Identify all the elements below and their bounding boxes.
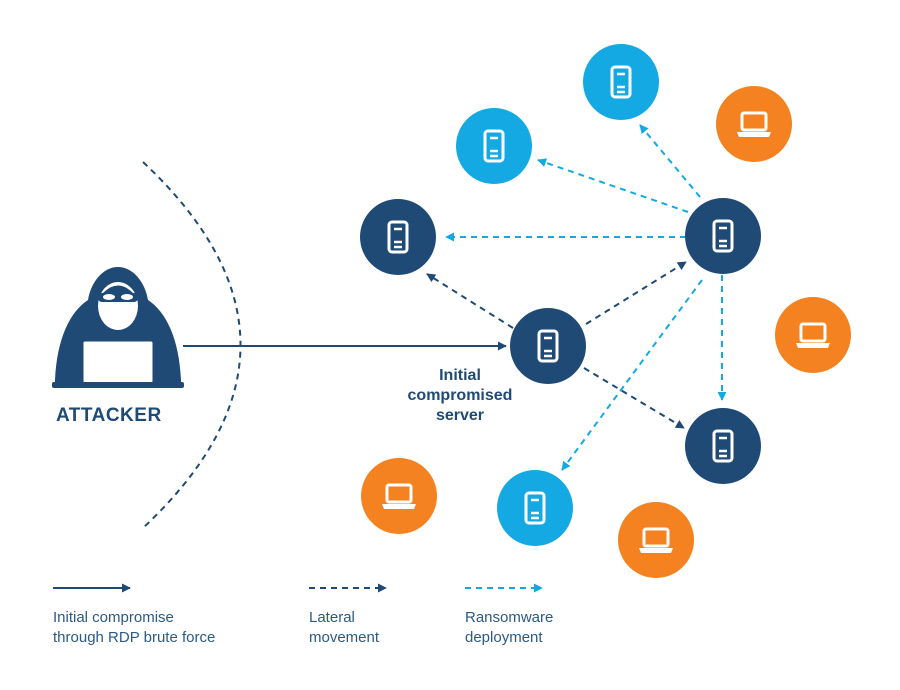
lateral-arrow-upper-right xyxy=(585,261,687,325)
target-server-top-icon xyxy=(583,44,659,120)
lateral-server-left-icon xyxy=(360,199,436,275)
laptop-right-icon xyxy=(775,297,851,373)
initial-server-label-line: compromised xyxy=(407,387,513,404)
legend-line: deployment xyxy=(465,629,543,646)
lateral-arrow-lower-right xyxy=(583,367,685,429)
lateral-server-hub-icon xyxy=(685,198,761,274)
legend-initial-compromise: Initial compromise through RDP brute for… xyxy=(53,608,215,648)
lateral-movement-arrows xyxy=(426,261,687,429)
initial-compromised-server-icon xyxy=(510,308,586,384)
ransomware-arrow-up xyxy=(639,124,701,198)
ransomware-arrow-down-left xyxy=(561,279,703,471)
legend-line: Ransomware xyxy=(465,609,554,626)
laptop-bottom-right-icon xyxy=(618,502,694,578)
lateral-arrow-upper-left xyxy=(426,273,514,329)
initial-server-label-line: Initial xyxy=(439,367,481,384)
initial-server-label: Initial compromised server xyxy=(380,366,540,426)
legend-lateral-movement: Lateral movement xyxy=(309,608,379,648)
legend-line: movement xyxy=(309,629,380,646)
lateral-server-lower-icon xyxy=(685,408,761,484)
legend-line: Lateral xyxy=(309,609,355,626)
attacker-icon xyxy=(52,267,184,388)
ransomware-arrow-up-left xyxy=(537,158,689,213)
laptop-bottom-left-icon xyxy=(361,458,437,534)
attacker-label: ATTACKER xyxy=(56,405,162,426)
legend-ransomware-deployment: Ransomware deployment xyxy=(465,608,553,648)
initial-server-label-line: server xyxy=(435,407,485,424)
target-server-bottom-icon xyxy=(497,470,573,546)
ransomware-deployment-arrows xyxy=(445,124,727,471)
laptop-top-right-icon xyxy=(716,86,792,162)
legend-line: Initial compromise xyxy=(53,609,174,626)
target-server-upper-left-icon xyxy=(456,108,532,184)
legend-line: through RDP brute force xyxy=(53,629,216,646)
